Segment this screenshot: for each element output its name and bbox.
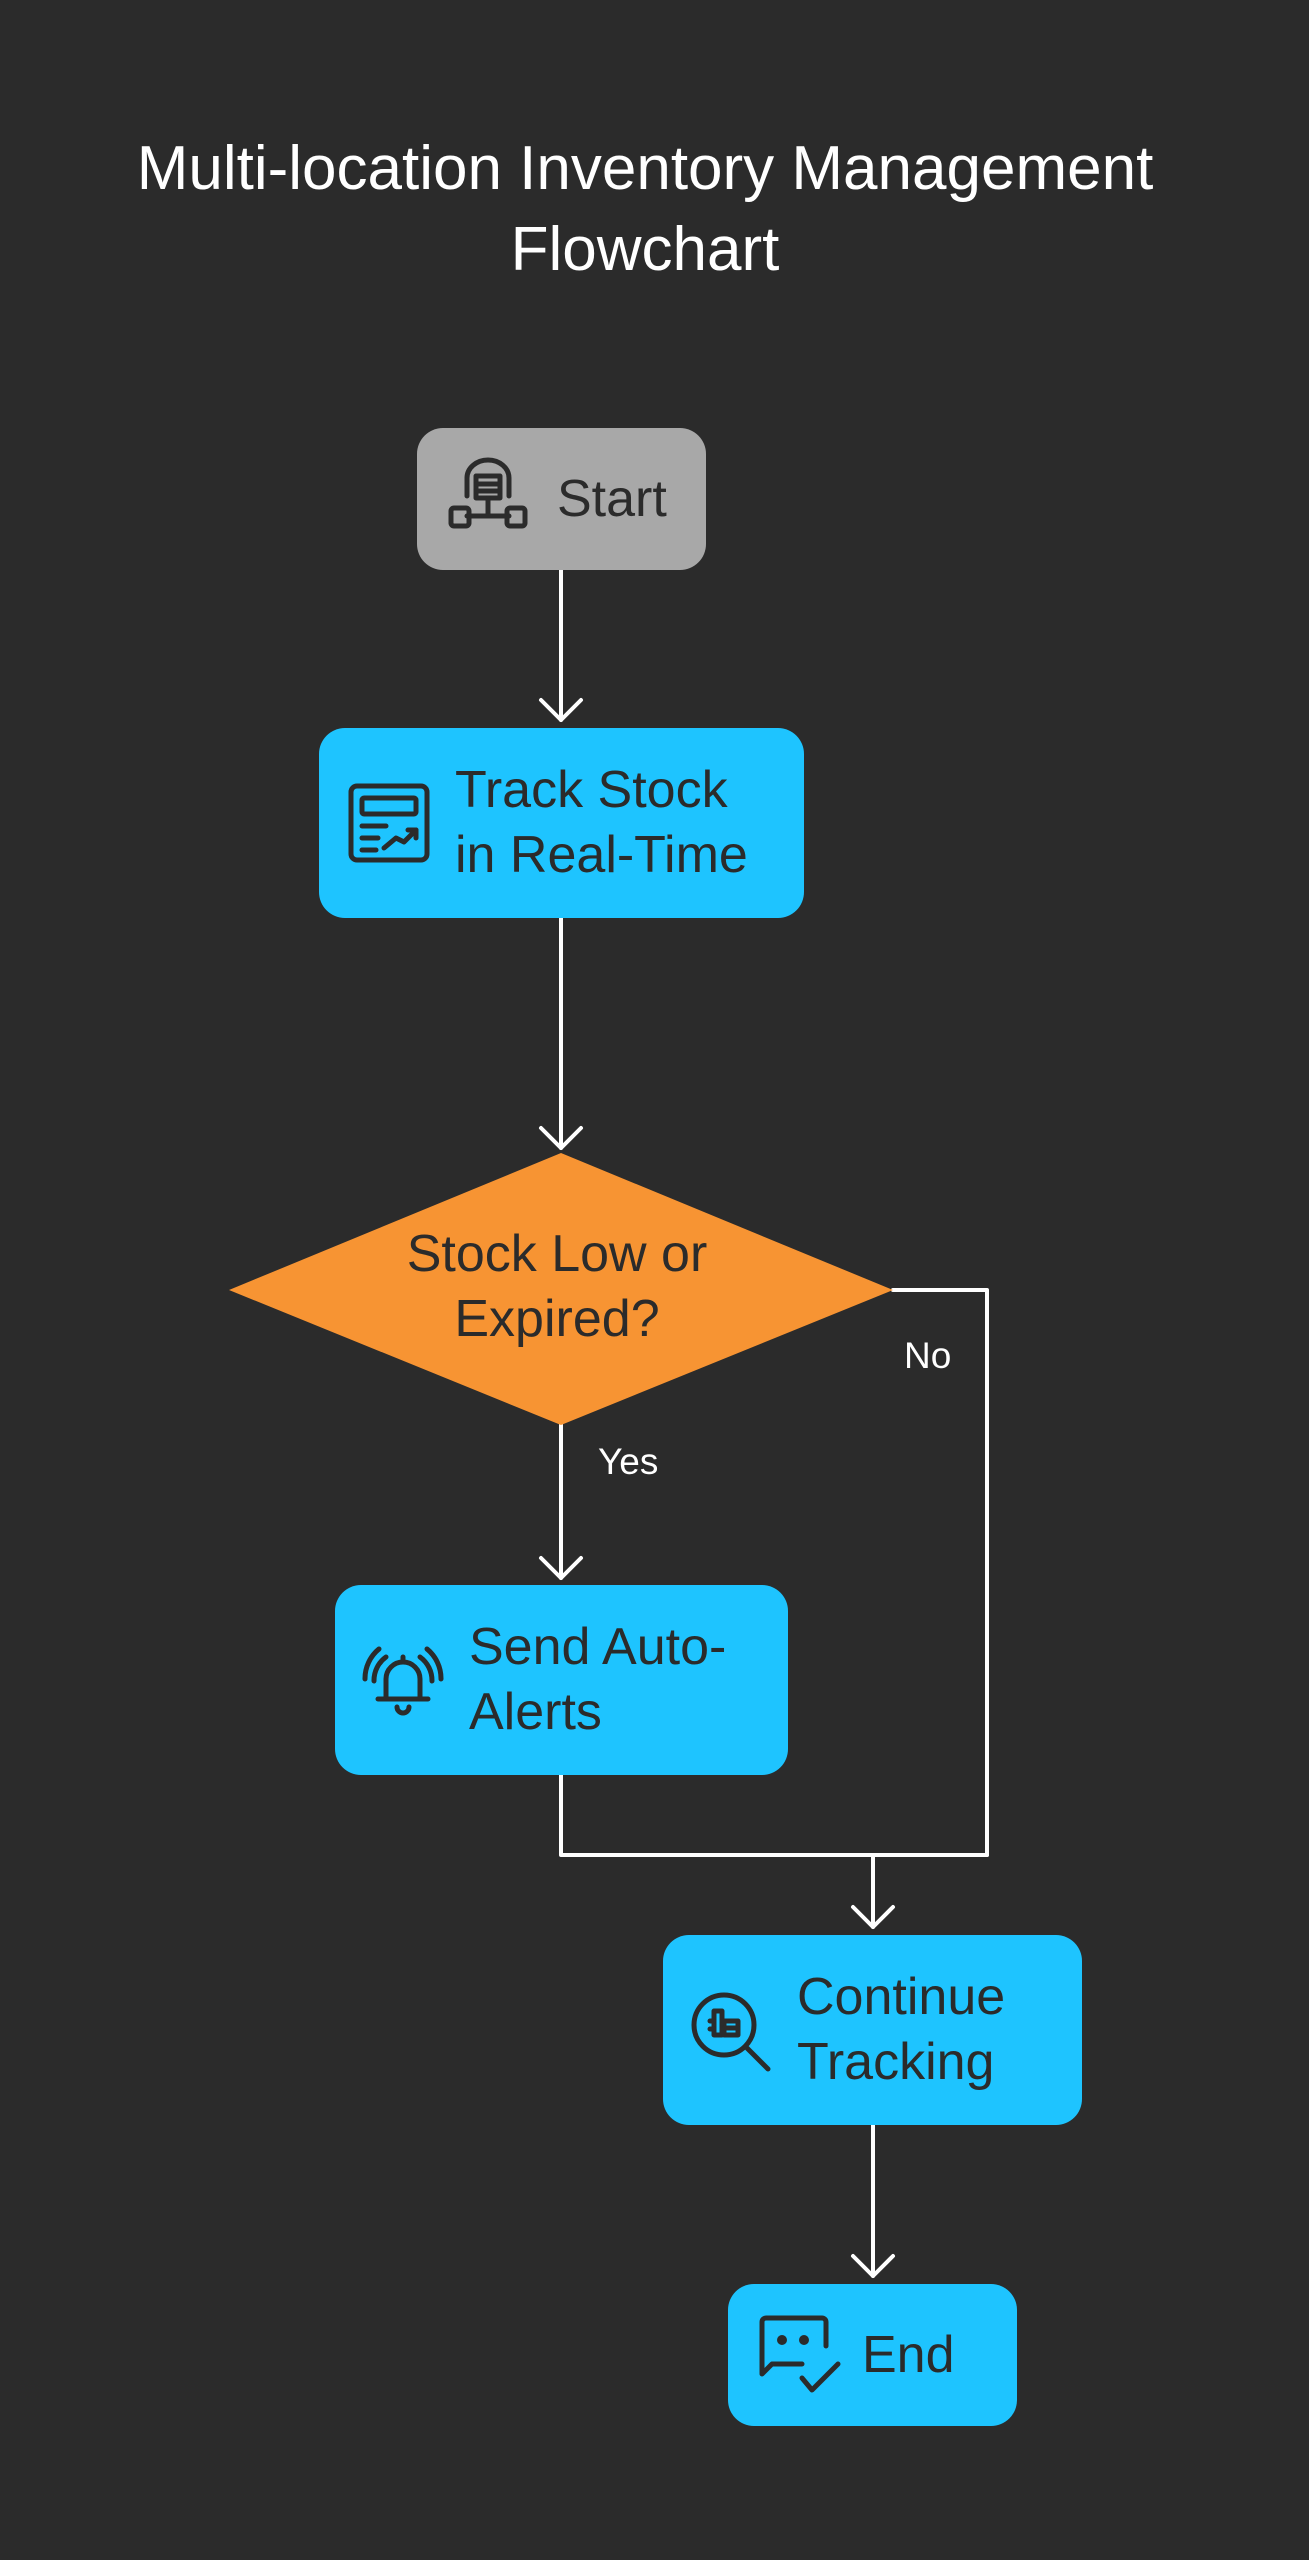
track-stock-line-1: Track Stock: [455, 761, 728, 819]
start-label-text: Start: [557, 469, 667, 528]
title-line-2: Flowchart: [510, 215, 780, 284]
track-stock-line-2: in Real-Time: [455, 826, 748, 884]
end-label-text: End: [862, 2325, 955, 2384]
decision-line-1: Stock Low or: [406, 1225, 708, 1283]
arrow-decision-no-branch: [891, 1288, 989, 1857]
continue-tracking-label: Continue Tracking: [797, 1965, 1005, 2095]
search-analytics-icon: [687, 1986, 775, 2074]
continue-tracking-node: Continue Tracking: [663, 1935, 1082, 2125]
warehouse-network-icon: [443, 454, 533, 544]
chat-check-icon: [754, 2310, 844, 2400]
decision-diamond: [229, 1153, 893, 1425]
send-alerts-label: Send Auto- Alerts: [469, 1615, 726, 1745]
send-alerts-line-2: Alerts: [469, 1683, 602, 1741]
end-node: End: [728, 2284, 1017, 2426]
start-label: Start: [557, 467, 667, 532]
end-label: End: [862, 2323, 955, 2388]
decision-line-2: Expired?: [454, 1290, 660, 1348]
dashboard-chart-icon: [345, 779, 433, 867]
send-alerts-line-1: Send Auto-: [469, 1618, 727, 1676]
bell-ringing-icon: [359, 1636, 447, 1724]
arrow-merge-to-continue: [851, 1853, 895, 1929]
arrow-start-to-track: [539, 568, 583, 722]
arrow-track-to-decision: [539, 916, 583, 1150]
arrow-continue-to-end: [851, 2123, 895, 2278]
send-alerts-node: Send Auto- Alerts: [335, 1585, 788, 1775]
decision-label: Stock Low or Expired?: [232, 1222, 882, 1352]
arrow-alerts-to-merge: [559, 1772, 989, 1857]
continue-tracking-line-1: Continue: [797, 1968, 1006, 2026]
track-stock-node: Track Stock in Real-Time: [319, 728, 804, 918]
start-node: Start: [417, 428, 706, 570]
title-line-1: Multi-location Inventory Management: [136, 134, 1154, 203]
arrow-decision-to-alerts: [539, 1423, 583, 1580]
no-edge-label: No: [904, 1335, 952, 1376]
continue-tracking-line-2: Tracking: [797, 2033, 995, 2091]
yes-edge-label: Yes: [598, 1441, 659, 1482]
track-stock-label: Track Stock in Real-Time: [455, 758, 748, 888]
page-title: Multi-location Inventory Management Flow…: [0, 128, 1290, 290]
